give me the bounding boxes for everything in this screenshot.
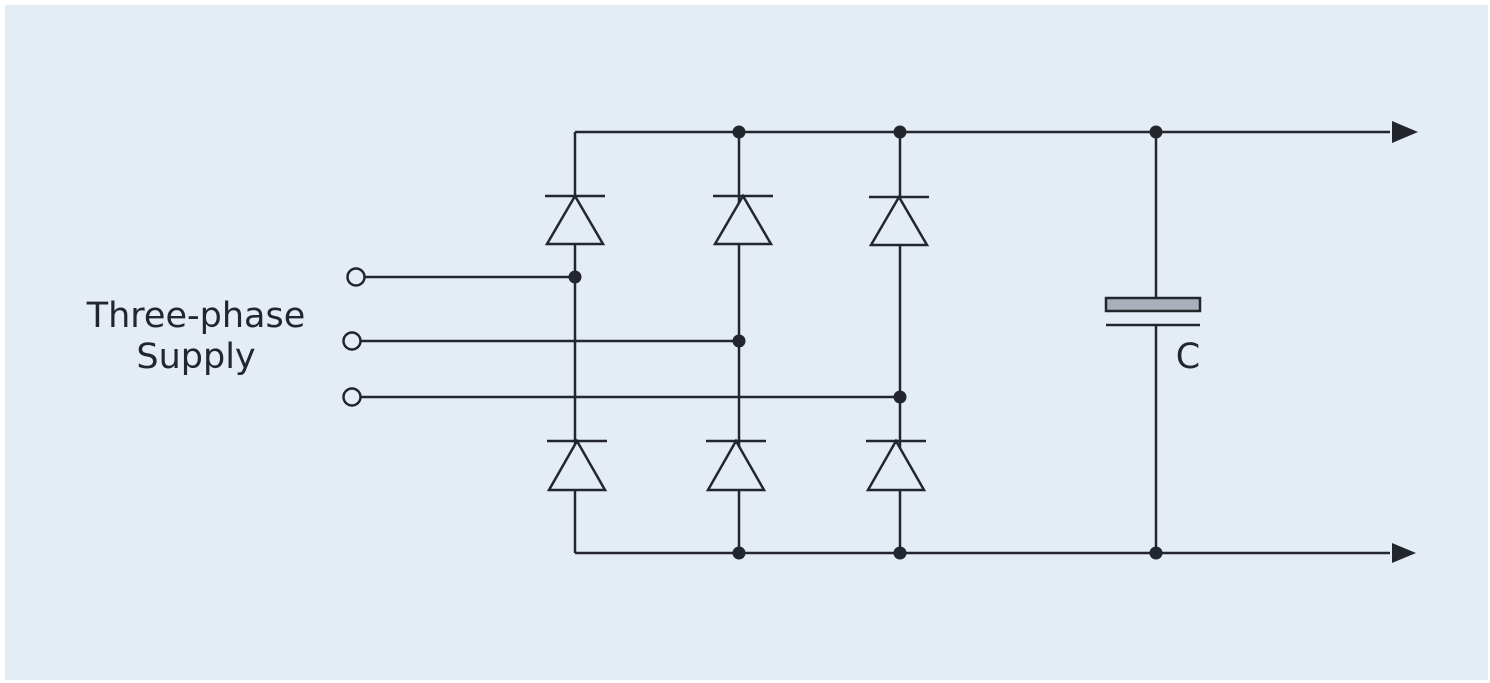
capacitor-branch	[1104, 132, 1202, 553]
junction-dot	[1149, 546, 1163, 560]
junction-dot	[732, 125, 746, 139]
diagram-panel	[5, 5, 1488, 680]
diode-upper-2	[712, 193, 774, 246]
diode-lower-3	[865, 438, 927, 492]
capacitor-label: C	[1176, 337, 1200, 377]
diode-upper-1	[544, 193, 606, 246]
junction-dot	[732, 546, 746, 560]
terminal-3-icon	[342, 387, 362, 407]
diode-upper-3	[868, 194, 930, 247]
phase-input-2	[342, 331, 739, 351]
bottom-rail	[575, 543, 1416, 563]
junction-dot	[893, 125, 907, 139]
terminal-2-icon	[342, 331, 362, 351]
junction-dot	[1149, 125, 1163, 139]
junction-dot	[732, 334, 746, 348]
top-output-arrow-icon	[1392, 121, 1418, 143]
supply-label-line1: Three-phase	[86, 296, 306, 336]
top-rail	[575, 121, 1418, 143]
supply-label-line2: Supply	[136, 337, 255, 377]
capacitor-positive-plate	[1104, 296, 1202, 313]
junction-dot	[893, 390, 907, 404]
bottom-output-arrow-icon	[1392, 543, 1416, 563]
phase-input-1	[346, 267, 575, 287]
diode-lower-1	[546, 438, 608, 492]
junction-dot	[568, 270, 582, 284]
diode-lower-2	[705, 438, 767, 492]
phase-input-3	[342, 387, 900, 407]
terminal-1-icon	[346, 267, 366, 287]
junction-dot	[893, 546, 907, 560]
junction-dots	[568, 125, 1163, 560]
